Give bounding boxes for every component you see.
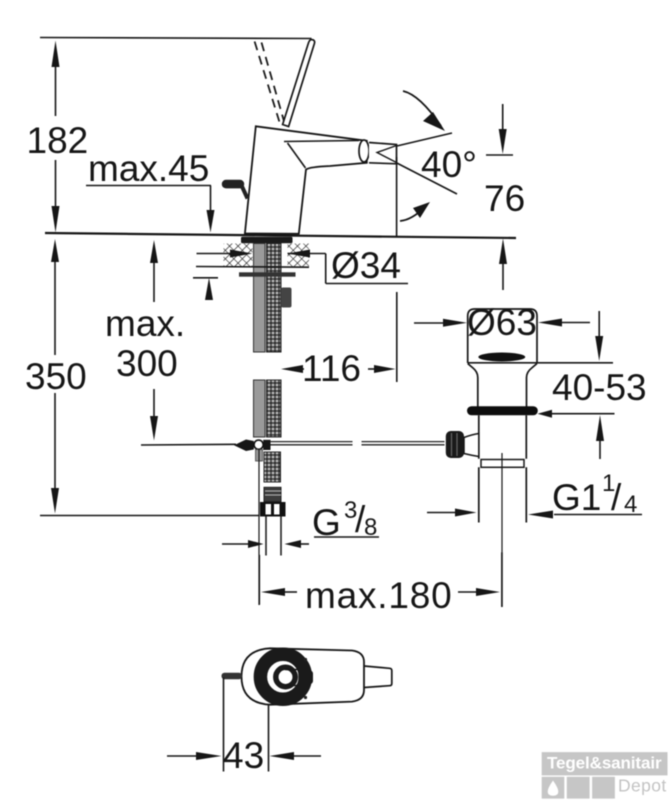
svg-text:182: 182 (27, 120, 89, 161)
svg-text:4: 4 (624, 491, 637, 518)
svg-text:116: 116 (302, 348, 361, 389)
svg-text:40-53: 40-53 (552, 367, 647, 408)
svg-text:/: / (611, 477, 622, 518)
svg-text:max.180: max.180 (305, 575, 453, 616)
svg-text:G: G (312, 502, 341, 543)
svg-text:43: 43 (223, 735, 264, 776)
svg-text:1: 1 (602, 470, 615, 497)
svg-text:Ø34: Ø34 (331, 245, 401, 286)
svg-text:Tegel&sanitair: Tegel&sanitair (547, 754, 662, 773)
svg-text:76: 76 (484, 178, 525, 219)
svg-text:G1: G1 (552, 477, 601, 518)
svg-text:3: 3 (344, 497, 357, 524)
svg-text:Ø63: Ø63 (467, 302, 537, 343)
svg-text:max.45: max.45 (88, 148, 209, 189)
svg-text:40°: 40° (421, 144, 477, 185)
svg-text:Depot: Depot (618, 776, 667, 796)
svg-text:300: 300 (116, 343, 178, 384)
svg-text:350: 350 (25, 356, 87, 397)
svg-text:/: / (355, 499, 366, 540)
svg-text:8: 8 (364, 514, 377, 541)
svg-text:max.: max. (105, 303, 185, 344)
